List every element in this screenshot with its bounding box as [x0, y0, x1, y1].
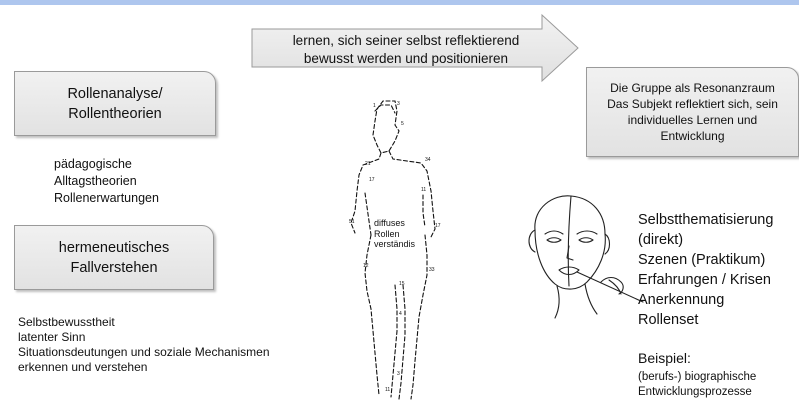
- svg-text:4: 4: [399, 311, 402, 317]
- svg-text:34: 34: [425, 157, 431, 163]
- svg-text:3: 3: [397, 371, 400, 377]
- selbstbewusstheit-text: Selbstbewusstheit latenter Sinn Situatio…: [18, 315, 270, 374]
- beispiel-title: Beispiel:: [638, 350, 691, 366]
- gruppe-resonanzraum-label: Die Gruppe als Resonanzraum Das Subjekt …: [607, 81, 778, 143]
- svg-text:17: 17: [369, 177, 375, 183]
- svg-text:11: 11: [421, 187, 426, 193]
- hermeneutik-label: hermeneutisches Fallverstehen: [58, 239, 170, 276]
- paedagogische-text: pädagogische Alltagstheorien Rollenerwar…: [54, 157, 159, 205]
- face-sketch-drawing: [528, 195, 644, 319]
- diffuses-rollenverstaendnis-label: diffuses Rollen verständis: [374, 218, 416, 249]
- gruppe-resonanzraum-box: Die Gruppe als Resonanzraum Das Subjekt …: [586, 67, 799, 157]
- svg-text:33: 33: [429, 267, 435, 273]
- top-accent-bar: [0, 0, 799, 5]
- svg-text:51: 51: [349, 219, 355, 225]
- svg-text:5: 5: [401, 121, 404, 127]
- arrow-shape: [251, 13, 579, 83]
- beispiel-text: (berufs-) biographische Entwicklungsproz…: [638, 371, 757, 398]
- rollenanalyse-box: Rollenanalyse/ Rollentheorien: [14, 71, 216, 136]
- svg-text:17: 17: [435, 223, 441, 229]
- arrow-text: lernen, sich seiner selbst reflektierend…: [292, 33, 520, 66]
- svg-text:21: 21: [365, 161, 371, 167]
- svg-text:1: 1: [373, 103, 376, 109]
- svg-text:15: 15: [399, 281, 405, 287]
- selbstthematisierung-list: Selbstthematisierung (direkt) Szenen (Pr…: [638, 212, 774, 328]
- hermeneutik-box: hermeneutisches Fallverstehen: [14, 225, 214, 290]
- rollenanalyse-label: Rollenanalyse/ Rollentheorien: [67, 85, 163, 122]
- svg-text:11: 11: [385, 387, 390, 393]
- svg-text:3: 3: [397, 101, 400, 107]
- svg-text:12: 12: [363, 263, 369, 269]
- dot-figure-drawing: 1 3 5 21 34 51 17 17 11 33 12 4 15 3 11: [349, 100, 441, 400]
